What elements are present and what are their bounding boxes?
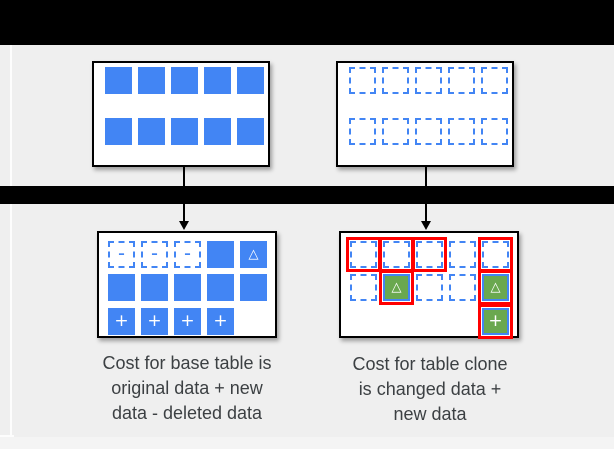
caption-line: new data xyxy=(393,404,467,424)
cell-dashed xyxy=(349,67,376,94)
cell-solid xyxy=(138,118,165,145)
cell-solid xyxy=(237,118,264,145)
plus-icon: + xyxy=(147,310,162,331)
cell-dashed-red xyxy=(379,237,414,272)
base-table-before-box xyxy=(92,61,270,167)
bottom-strip xyxy=(0,437,614,449)
cell-green-delta-red: △ xyxy=(478,270,513,306)
left-edge-line xyxy=(10,45,12,435)
cell-solid-plus: + xyxy=(174,307,201,335)
cell-solid xyxy=(207,274,234,302)
delta-icon: △ xyxy=(248,247,259,262)
plus-icon: + xyxy=(488,310,503,331)
middle-black-bar xyxy=(0,186,614,204)
cell-dashed-minus: – xyxy=(141,241,168,268)
arrow-left-head-icon xyxy=(179,221,189,230)
base-table-cost-caption: Cost for base table is original data + ne… xyxy=(87,351,287,426)
cell-solid-delta: △ xyxy=(240,241,267,268)
left-edge-corner-line xyxy=(0,435,14,437)
cell-dashed xyxy=(448,118,475,145)
cell-solid xyxy=(207,241,234,268)
plus-icon: + xyxy=(180,310,195,331)
delta-icon: △ xyxy=(490,280,501,296)
table-clone-after-box: △ △ + xyxy=(339,231,519,339)
cell-dashed xyxy=(349,118,376,145)
cell-dashed xyxy=(415,118,442,145)
cell-solid xyxy=(141,274,168,302)
cell-solid xyxy=(174,274,201,302)
cell-dashed xyxy=(382,67,409,94)
cell-solid-plus: + xyxy=(141,307,168,335)
cell-dashed xyxy=(416,274,443,302)
caption-line: data - deleted data xyxy=(111,403,263,423)
caption-line: original data + new xyxy=(111,378,263,398)
cell-solid xyxy=(171,118,198,145)
cell-dashed xyxy=(449,241,476,268)
minus-icon: – xyxy=(151,247,158,262)
caption-line: is changed data + xyxy=(358,379,502,399)
table-clone-cost-caption: Cost for table clone is changed data + new… xyxy=(330,352,530,427)
caption-line: Cost for base table is xyxy=(102,353,272,373)
cell-solid xyxy=(108,274,135,302)
cell-solid xyxy=(138,67,165,94)
minus-icon: – xyxy=(118,247,125,262)
cell-dashed-minus: – xyxy=(108,241,135,268)
minus-icon: – xyxy=(184,247,191,262)
arrow-right-line xyxy=(425,167,427,222)
cell-dashed xyxy=(382,118,409,145)
cell-solid-plus: + xyxy=(207,307,234,335)
caption-line: Cost for table clone xyxy=(352,354,508,374)
cell-solid xyxy=(204,67,231,94)
cell-solid xyxy=(105,67,132,94)
cell-dashed xyxy=(481,118,508,145)
cell-dashed xyxy=(481,67,508,94)
cell-solid xyxy=(240,274,267,302)
base-table-after-box: – – – △ + + + + xyxy=(97,231,277,338)
cell-dashed xyxy=(448,67,475,94)
plus-icon: + xyxy=(213,310,228,331)
delta-icon: △ xyxy=(391,280,402,296)
cell-dashed-red xyxy=(412,237,447,272)
cell-dashed xyxy=(350,274,377,302)
cell-solid xyxy=(105,118,132,145)
cell-green-delta-red: △ xyxy=(379,270,414,306)
cell-dashed-red xyxy=(478,237,513,272)
plus-icon: + xyxy=(114,310,129,331)
cell-dashed-minus: – xyxy=(174,241,201,268)
cell-solid-plus: + xyxy=(108,307,135,335)
arrow-left-line xyxy=(183,167,185,222)
cell-solid xyxy=(237,67,264,94)
arrow-right-head-icon xyxy=(421,221,431,230)
top-black-bar xyxy=(0,0,614,45)
cell-solid xyxy=(171,67,198,94)
cell-green-plus-red: + xyxy=(478,303,513,339)
cell-dashed xyxy=(449,274,476,302)
table-clone-before-box xyxy=(336,61,514,167)
cell-dashed-red xyxy=(346,237,381,272)
cell-dashed xyxy=(415,67,442,94)
cell-solid xyxy=(204,118,231,145)
